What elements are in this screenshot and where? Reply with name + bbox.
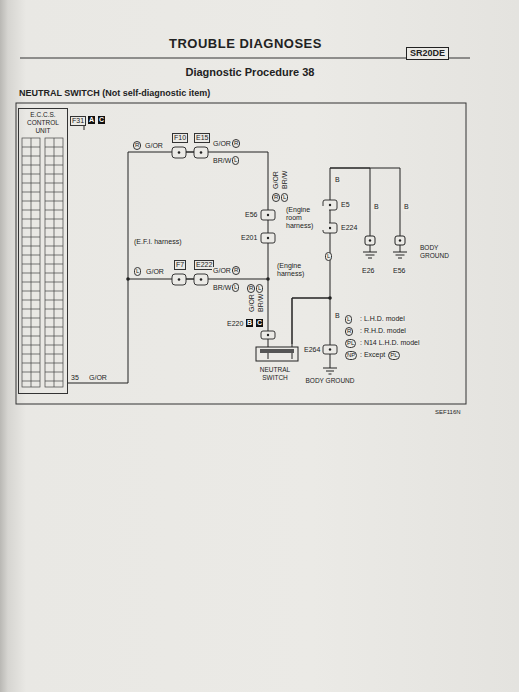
model-mark: R: [232, 139, 240, 148]
connector-tag: C: [256, 319, 263, 327]
connector-tag: A: [88, 116, 95, 124]
model-mark: L: [281, 193, 288, 202]
wire-label: E26: [361, 267, 375, 275]
wire-label: E220: [226, 320, 244, 328]
model-mark: R: [133, 141, 141, 150]
node-label: E.C.C.S. CONTROL UNIT: [20, 111, 66, 135]
body-ground: BODY GROUND: [360, 230, 455, 264]
node-label: NEUTRAL SWITCH: [248, 366, 302, 382]
wire-label: B: [334, 176, 341, 184]
model-mark: L: [256, 284, 263, 293]
connector-id: E15: [194, 133, 210, 143]
model-mark: PL: [345, 339, 356, 348]
connector-id: F7: [174, 260, 186, 270]
wire-label: E56: [244, 211, 258, 219]
model-mark: L: [232, 283, 239, 292]
connector-pins: [126, 151, 332, 350]
legend-text: : L.H.D. model: [360, 315, 405, 323]
model-mark: R: [247, 284, 255, 293]
wire-color: BR/W: [257, 293, 265, 313]
model-mark: R: [345, 327, 353, 336]
wire-label: E224: [340, 224, 358, 232]
connector-id: F31: [70, 116, 86, 126]
wire-label: B: [334, 312, 341, 320]
connector-tag: B: [246, 319, 253, 327]
legend-text: : Except: [360, 351, 385, 359]
node-label: BODY GROUND: [305, 377, 355, 385]
ecu-connector-grid: [22, 138, 63, 387]
wire-label: E56: [392, 267, 406, 275]
ground2-symbol: [360, 230, 420, 264]
wire-color: G/OR: [272, 170, 280, 190]
legend-text: : R.H.D. model: [360, 327, 406, 335]
model-mark: NP: [345, 351, 357, 360]
wire-label: B: [373, 203, 380, 211]
wire-label: BR/W: [212, 284, 232, 292]
engine-code: SR20DE: [406, 47, 449, 60]
model-mark: R: [232, 266, 240, 275]
figure-code: SEF116N: [434, 409, 462, 416]
neutral-switch: NEUTRAL SWITCH: [248, 344, 302, 382]
wire-label: B: [403, 203, 410, 211]
wire-color: G/OR: [248, 293, 256, 313]
model-mark: PL: [388, 351, 399, 360]
wire: [68, 279, 268, 383]
ground1-symbol: [305, 362, 355, 376]
wire-label: BR/W: [212, 157, 232, 165]
wire-color: BR/W: [281, 170, 289, 190]
harness-name: (Engine harness): [276, 262, 318, 278]
harness-name: (Engine room harness): [285, 206, 329, 230]
wire-label: E5: [340, 201, 351, 209]
wire-label: (E.F.I. harness): [133, 238, 182, 246]
harness-wires: [84, 124, 400, 279]
wire-label: G/OR: [145, 268, 165, 276]
page-header: TROUBLE DIAGNOSES: [168, 36, 323, 51]
wire-label: E201: [240, 234, 258, 242]
harness-connectors: [172, 147, 337, 354]
body-ground: BODY GROUND: [305, 362, 355, 385]
procedure-title: Diagnostic Procedure 38: [185, 66, 316, 79]
wire-label: 35: [70, 374, 80, 382]
model-mark: L: [345, 315, 352, 324]
wire-label: G/OR: [212, 140, 232, 148]
legend-text: : N14 L.H.D. model: [360, 339, 420, 347]
model-mark: L: [134, 267, 141, 276]
connector-id: F10: [172, 133, 188, 143]
wire: [292, 168, 370, 344]
wire-label: G/OR: [144, 142, 164, 150]
header-rule: [20, 58, 470, 59]
wire-label: G/OR: [88, 374, 108, 382]
model-mark: L: [232, 156, 239, 165]
connector-tag: C: [98, 116, 105, 124]
section-heading: NEUTRAL SWITCH (Not self-diagnostic item…: [18, 88, 211, 99]
model-mark: R: [272, 193, 280, 202]
diagram-frame: [16, 103, 466, 404]
wire-label: G/OR: [212, 267, 232, 275]
switch-symbol: [248, 344, 302, 364]
model-mark: L: [325, 252, 332, 261]
node-label: BODY GROUND: [420, 244, 454, 260]
wire-label: E264: [303, 346, 321, 354]
control-unit: E.C.C.S. CONTROL UNIT: [18, 108, 68, 394]
